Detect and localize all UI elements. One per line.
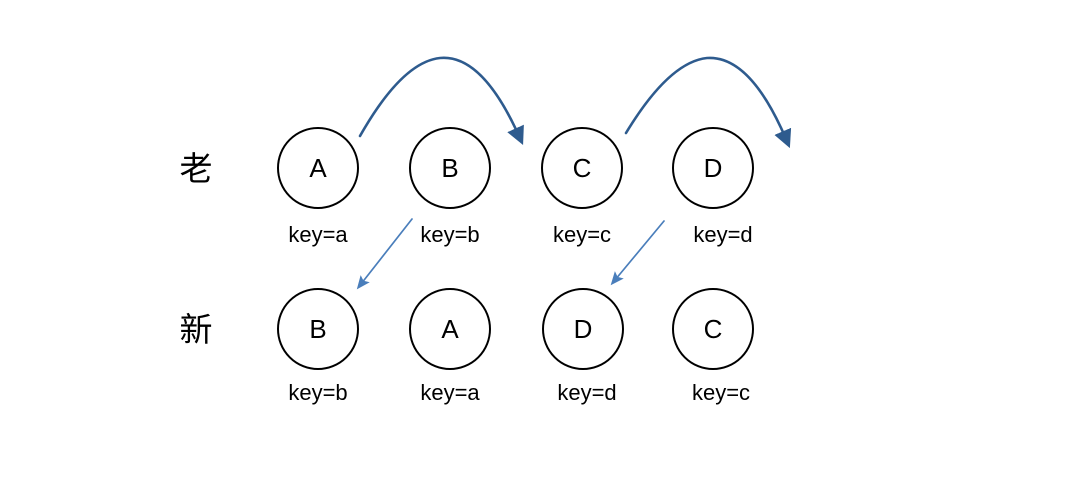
move-arrow-d-old-to-d-new-path: [610, 220, 665, 286]
node-old-0-letter: A: [309, 152, 327, 183]
node-old-2[interactable]: C: [541, 127, 623, 209]
node-old-1-key: key=b: [420, 222, 480, 247]
row-label-new: 新: [179, 310, 213, 349]
node-new-0[interactable]: B: [277, 288, 359, 370]
node-new-3-letter: C: [703, 313, 723, 344]
node-old-2-key: key=c: [552, 222, 612, 247]
node-new-1[interactable]: A: [409, 288, 491, 370]
node-old-3-letter: D: [703, 152, 723, 183]
node-old-3-key: key=d: [693, 222, 753, 247]
node-new-1-letter: A: [441, 313, 459, 344]
node-new-3[interactable]: C: [672, 288, 754, 370]
node-new-2-key: key=d: [557, 380, 617, 405]
swap-arc-c-to-d-path: [624, 56, 792, 149]
row-label-old: 老: [179, 149, 213, 188]
node-old-0-key: key=a: [288, 222, 348, 247]
move-arrow-b-old-to-b-new-path: [356, 218, 413, 290]
node-new-1-key: key=a: [420, 380, 480, 405]
node-new-2-letter: D: [573, 313, 593, 344]
swap-arc-a-to-b-path: [358, 56, 524, 146]
node-old-2-letter: C: [572, 152, 592, 183]
node-new-0-letter: B: [309, 313, 327, 344]
node-new-0-key: key=b: [288, 380, 348, 405]
node-old-0[interactable]: A: [277, 127, 359, 209]
node-new-3-key: key=c: [691, 380, 751, 405]
node-new-2[interactable]: D: [542, 288, 624, 370]
node-old-1-letter: B: [441, 152, 459, 183]
node-old-1[interactable]: B: [409, 127, 491, 209]
node-old-3[interactable]: D: [672, 127, 754, 209]
